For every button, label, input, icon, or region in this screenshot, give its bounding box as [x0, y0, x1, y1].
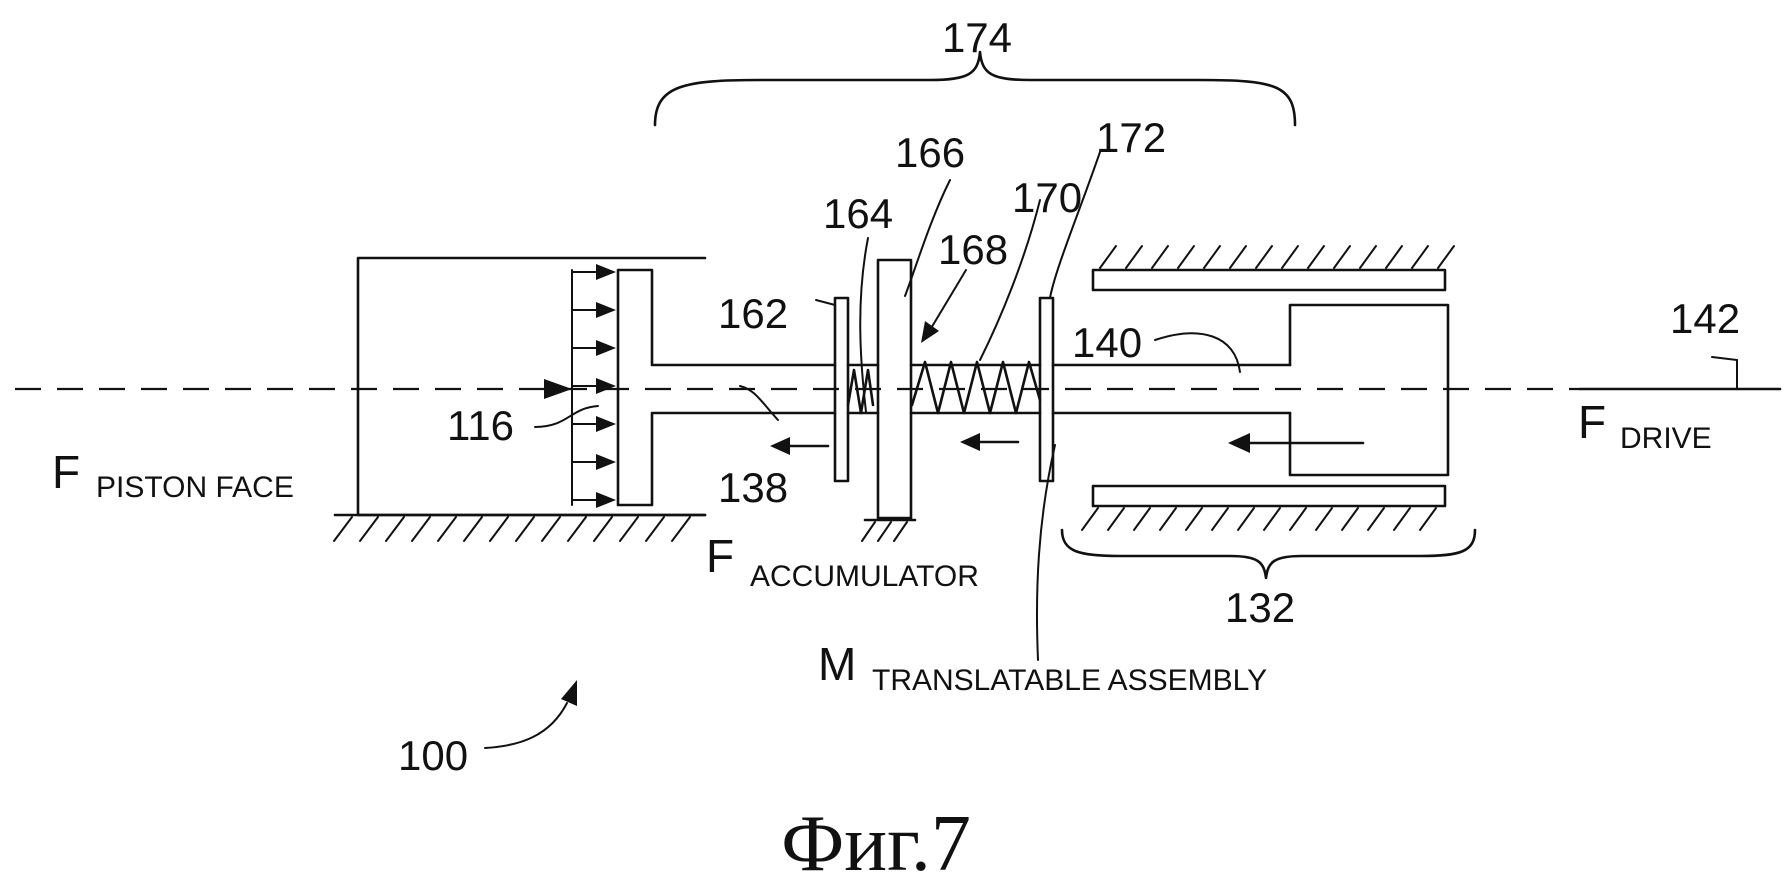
mass-translatable-assembly-symbol: M [818, 638, 856, 690]
leader-138 [739, 385, 779, 421]
accumulator-arrow-head [770, 437, 790, 455]
drive-arrow-head [1228, 433, 1250, 453]
brace-174 [653, 50, 1297, 127]
cylinder-lower-hatch [1081, 507, 1437, 531]
leader-116 [534, 405, 599, 428]
leader-168 [929, 269, 967, 331]
label-164: 164 [823, 190, 893, 237]
piston-face-force-arrow [544, 379, 572, 399]
force-accumulator-subscript: ACCUMULATOR [750, 560, 979, 593]
piston-ground-hatch [333, 516, 691, 542]
spring-164 [846, 368, 875, 415]
label-142: 142 [1670, 295, 1740, 342]
cylinder-upper-wall [1091, 268, 1447, 292]
label-166: 166 [895, 129, 965, 176]
plate-172 [1038, 296, 1055, 483]
label-140: 140 [1072, 319, 1142, 366]
label-162: 162 [718, 290, 788, 337]
leader-162 [815, 299, 836, 306]
leader-translatable-assembly [1035, 444, 1056, 661]
force-piston-face-symbol: F [52, 446, 80, 498]
leader-166 [904, 179, 951, 297]
leader-140 [1154, 332, 1241, 373]
force-accumulator-symbol: F [706, 530, 734, 582]
piston-head-and-rod [616, 268, 837, 507]
leader-100-arrowhead [561, 680, 577, 706]
leader-168-arrowhead [921, 321, 939, 343]
label-174: 174 [942, 14, 1012, 61]
spring-170 [910, 360, 1042, 415]
plate-162 [833, 296, 850, 483]
force-drive-subscript: DRIVE [1620, 422, 1712, 455]
label-168: 168 [938, 226, 1008, 273]
spring-arrow-head [960, 433, 980, 451]
mass-translatable-assembly-subscript: TRANSLATABLE ASSEMBLY [872, 664, 1267, 697]
label-170: 170 [1012, 174, 1082, 221]
leader-100 [484, 702, 568, 749]
leader-164 [859, 237, 869, 413]
leader-170 [979, 199, 1041, 361]
label-100: 100 [398, 732, 468, 779]
leader-142 [1711, 356, 1738, 390]
brace-132 [1060, 528, 1477, 580]
fixed-plate-166 [876, 258, 913, 520]
cylinder-lower-wall [1091, 484, 1447, 508]
force-drive-symbol: F [1578, 396, 1606, 448]
figure-caption: Фиг.7 [781, 800, 971, 881]
drive-piston [1288, 303, 1450, 477]
label-116: 116 [447, 402, 514, 449]
label-132: 132 [1225, 584, 1295, 631]
pressure-arrows [571, 264, 616, 508]
force-piston-face-subscript: PISTON FACE [96, 471, 294, 504]
leader-172 [1049, 151, 1101, 299]
label-138: 138 [718, 464, 788, 511]
cylinder-upper-hatch [1099, 245, 1455, 269]
label-172: 172 [1096, 114, 1166, 161]
fixed-plate-ground-hatch [861, 518, 917, 542]
